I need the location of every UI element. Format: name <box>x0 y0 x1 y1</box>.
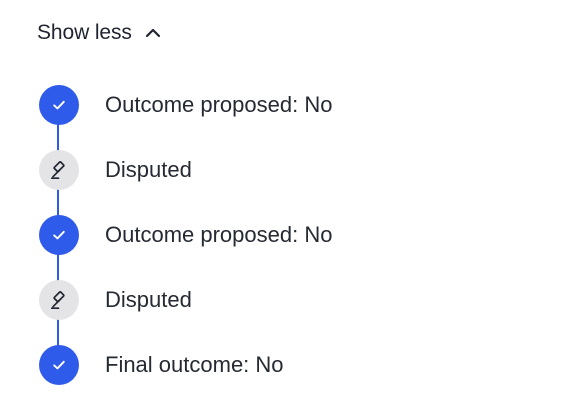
gavel-icon <box>39 150 79 190</box>
timeline-step: Outcome proposed: No <box>39 215 332 255</box>
timeline-connector <box>57 319 59 347</box>
timeline-connector <box>57 254 59 282</box>
step-label: Outcome proposed: No <box>105 222 333 247</box>
check-icon <box>39 85 79 125</box>
timeline-connector <box>57 189 59 217</box>
toggle-show-less[interactable]: Show less <box>37 21 162 45</box>
timeline-step: Outcome proposed: No <box>39 85 332 125</box>
toggle-label: Show less <box>37 21 132 44</box>
timeline-step: Disputed <box>39 280 192 320</box>
step-label: Outcome proposed: No <box>105 92 333 117</box>
step-label: Disputed <box>105 157 192 182</box>
check-icon <box>39 215 79 255</box>
step-label: Final outcome: No <box>105 352 284 377</box>
step-label: Disputed <box>105 287 192 312</box>
timeline-step: Disputed <box>39 150 192 190</box>
timeline-step: Final outcome: No <box>39 345 284 385</box>
gavel-icon <box>39 280 79 320</box>
chevron-up-icon <box>144 24 162 42</box>
timeline-connector <box>57 124 59 152</box>
check-icon <box>39 345 79 385</box>
